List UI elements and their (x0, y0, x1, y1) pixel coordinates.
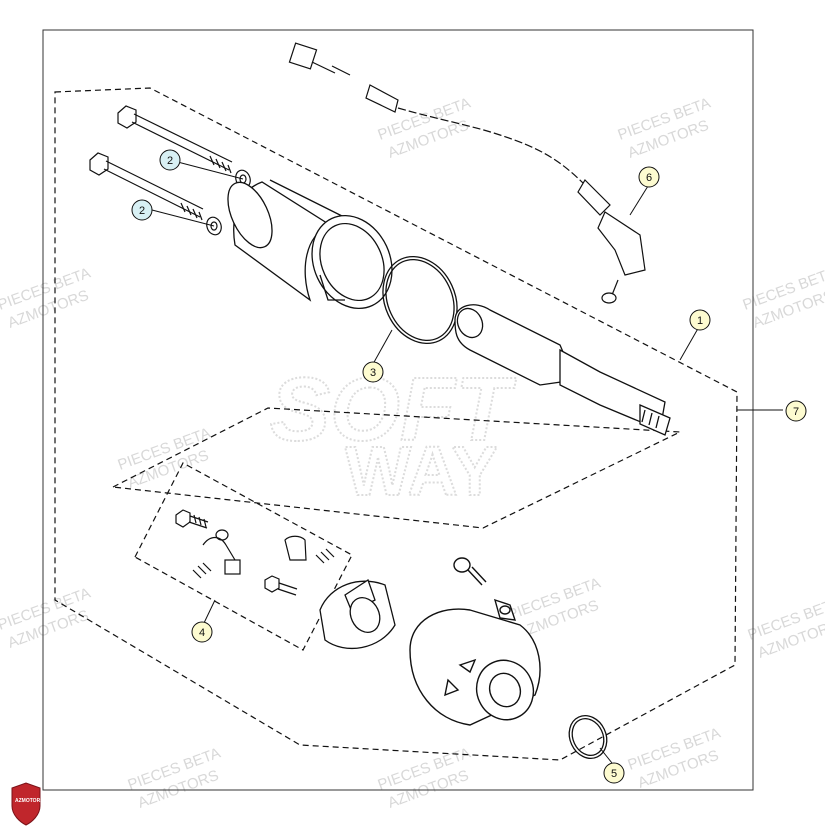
callout-circle (689, 309, 711, 331)
callout-circle (638, 166, 660, 188)
callout-circle (159, 149, 181, 171)
callout-label: 2 (167, 155, 173, 167)
end-cover (409, 557, 541, 726)
cable-terminal (288, 42, 646, 304)
o-ring-small (568, 715, 608, 759)
callout-4: 4 (191, 621, 213, 643)
leader-lines (151, 159, 783, 764)
long-bolt-lower (89, 152, 222, 236)
callout-3: 3 (362, 361, 384, 383)
brush-kit (175, 509, 335, 596)
callout-1: 1 (689, 309, 711, 331)
callout-7: 7 (785, 400, 807, 422)
callout-2b: 2 (131, 199, 153, 221)
callout-circle (785, 400, 807, 422)
kit-outline-4 (134, 462, 353, 651)
kit-outline-1 (110, 407, 683, 529)
callout-2a: 2 (159, 149, 181, 171)
center-watermark-soft: SOFT (270, 360, 517, 460)
callout-label: 4 (199, 627, 205, 639)
o-ring-large (382, 255, 458, 345)
watermark-layer: PIECES BETA AZMOTORS PIECES BETA AZMOTOR… (0, 95, 825, 812)
callout-circle (131, 199, 153, 221)
callout-label: 7 (793, 406, 799, 418)
brush-holder (319, 579, 396, 650)
armature (454, 304, 671, 436)
callout-label: 5 (611, 768, 617, 780)
callout-5: 5 (603, 762, 625, 784)
kit-outline-7 (54, 87, 738, 761)
callout-circle (603, 762, 625, 784)
callouts: 1 2 2 3 4 5 6 7 (131, 149, 807, 784)
center-watermark-way: WAY (345, 432, 498, 510)
brand-text: AZMOTORS (15, 798, 44, 804)
callout-label: 2 (139, 205, 145, 217)
callout-label: 3 (370, 367, 376, 379)
kit-outlines (54, 87, 738, 761)
motor-housing (227, 179, 393, 310)
callout-label: 6 (646, 172, 652, 184)
callout-circle (191, 621, 213, 643)
callout-6: 6 (638, 166, 660, 188)
azmotors-logo: AZMOTORS (11, 782, 44, 826)
callout-circle (362, 361, 384, 383)
callout-label: 1 (697, 315, 703, 327)
